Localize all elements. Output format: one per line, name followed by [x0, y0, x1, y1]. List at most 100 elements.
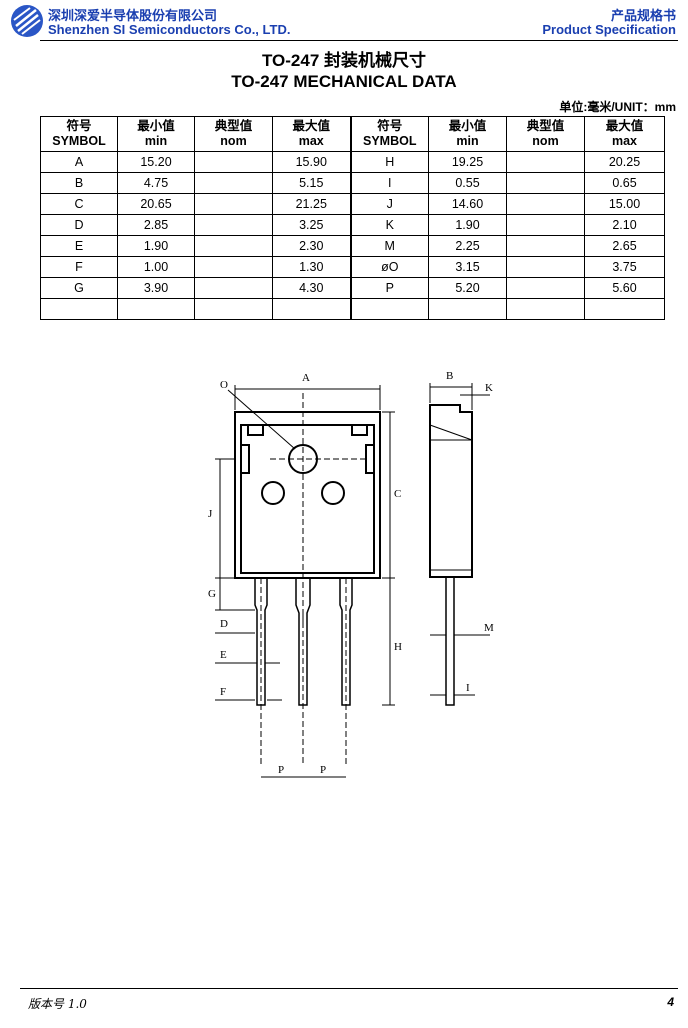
table-cell	[506, 172, 585, 194]
table-cell: I	[350, 172, 429, 194]
table-cell: 3.90	[117, 277, 195, 299]
label-P-left: P	[278, 764, 284, 776]
label-M: M	[484, 622, 494, 634]
table-cell: 5.60	[584, 277, 665, 299]
table-cell	[506, 193, 585, 215]
label-K: K	[485, 382, 493, 394]
table-cell: 3.75	[584, 256, 665, 278]
table-cell: 1.30	[272, 256, 352, 278]
table-cell	[350, 298, 429, 320]
table-cell	[117, 298, 195, 320]
table-cell: 3.25	[272, 214, 352, 236]
table-cell	[506, 298, 585, 320]
header-en: nom	[220, 134, 247, 148]
table-cell: 4.75	[117, 172, 195, 194]
table-cell	[506, 256, 585, 278]
header-cn: 典型值	[526, 119, 565, 133]
to247-mechanical-drawing: O A C H J G D E F P P B K M I	[208, 370, 494, 778]
table-cell	[194, 235, 273, 257]
table-cell: 20.25	[584, 151, 665, 173]
table-cell	[194, 277, 273, 299]
company-name-cn: 深圳深爱半导体股份有限公司	[48, 8, 218, 23]
table-cell: D	[40, 214, 118, 236]
page-header: 深圳深爱半导体股份有限公司 Shenzhen SI Semiconductors…	[10, 4, 678, 40]
table-row	[40, 298, 665, 320]
table-cell: H	[350, 151, 429, 173]
table-cell: E	[40, 235, 118, 257]
header-en: SYMBOL	[363, 134, 417, 148]
table-cell	[506, 235, 585, 257]
side-view-outline	[429, 404, 473, 578]
table-cell: G	[40, 277, 118, 299]
header-en: max	[611, 134, 638, 148]
table-cell	[194, 151, 273, 173]
header-cn: 符号	[377, 119, 403, 133]
package-body-inner	[240, 424, 375, 574]
label-H: H	[394, 641, 402, 653]
table-cell: 1.90	[428, 214, 507, 236]
package-body-outline	[234, 411, 381, 579]
table-cell: 19.25	[428, 151, 507, 173]
label-O: O	[220, 379, 228, 391]
label-I: I	[466, 682, 470, 694]
table-cell	[40, 298, 118, 320]
header-en: SYMBOL	[52, 134, 106, 148]
table-cell: 1.00	[117, 256, 195, 278]
label-D: D	[220, 618, 228, 630]
header-divider	[40, 40, 678, 41]
table-cell: P	[350, 277, 429, 299]
table-cell: 5.20	[428, 277, 507, 299]
table-cell: 0.55	[428, 172, 507, 194]
table-cell	[194, 256, 273, 278]
page-title-cn: TO-247 封装机械尺寸	[261, 51, 427, 70]
header-en: min	[144, 134, 168, 148]
header-cn: 最大值	[605, 119, 644, 133]
table-cell: 14.60	[428, 193, 507, 215]
table-cell: M	[350, 235, 429, 257]
table-cell: K	[350, 214, 429, 236]
table-cell: 21.25	[272, 193, 352, 215]
table-cell: 3.15	[428, 256, 507, 278]
unit-label: 单位:毫米/UNIT：mm	[559, 100, 676, 114]
label-P-right: P	[320, 764, 326, 776]
table-cell: 2.25	[428, 235, 507, 257]
table-cell: 15.20	[117, 151, 195, 173]
table-cell	[194, 172, 273, 194]
header-cn: 最大值	[292, 119, 330, 133]
page-number: 4	[667, 995, 674, 1009]
table-cell	[506, 151, 585, 173]
label-F: F	[220, 686, 226, 698]
table-cell: 2.30	[272, 235, 352, 257]
spec-title-en: Product Specification	[542, 22, 676, 37]
table-cell	[506, 214, 585, 236]
header-en: min	[456, 134, 479, 148]
table-cell	[194, 193, 273, 215]
header-cn: 符号	[66, 119, 92, 133]
table-cell: 5.15	[272, 172, 352, 194]
table-cell: 2.85	[117, 214, 195, 236]
table-cell	[506, 277, 585, 299]
table-cell: 20.65	[117, 193, 195, 215]
table-cell	[428, 298, 507, 320]
table-cell	[194, 214, 273, 236]
footer-divider	[20, 988, 678, 989]
label-E: E	[220, 649, 227, 661]
table-cell: C	[40, 193, 118, 215]
table-cell: B	[40, 172, 118, 194]
